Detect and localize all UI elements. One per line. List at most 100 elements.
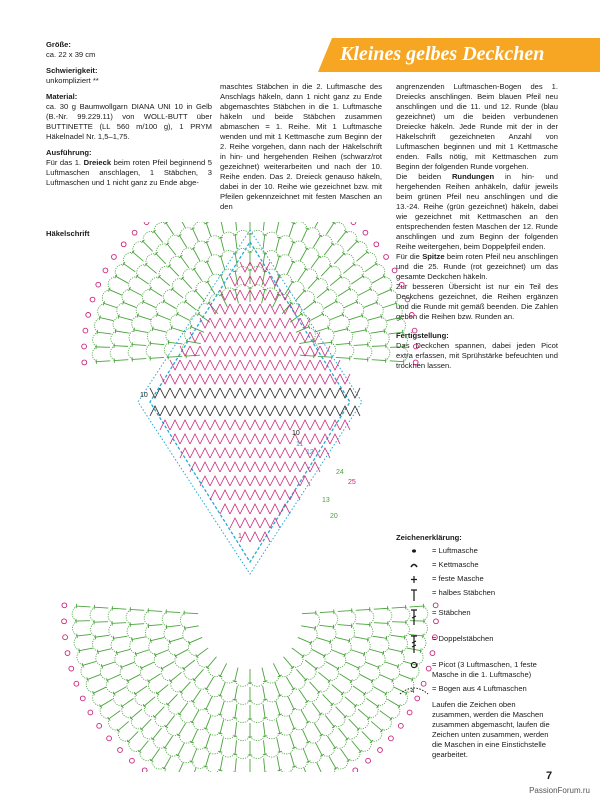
material-text: ca. 30 g Baumwollgarn DIANA UNI 10 in Ge… [46,102,212,141]
stitch-mark [319,624,334,628]
stitch-mark [345,661,359,669]
stitch-mark [295,326,310,333]
stitch-mark [179,433,191,445]
stitch-mark [96,360,111,363]
chain-arch-mark [385,680,395,695]
stitch-mark [388,331,403,335]
stitch-mark [229,503,241,515]
stitch-mark [279,331,291,343]
stitch-mark [357,708,370,719]
stitch-mark [79,647,94,652]
stitch-mark [189,637,203,644]
chain-arch-mark [372,667,381,682]
stitch-mark [178,762,184,772]
stitch-mark [259,275,271,287]
stitch-mark [299,433,311,445]
chain-arch-mark [140,667,149,682]
stitch-mark [204,241,209,244]
stitch-mark [403,660,418,666]
legend-title: Zeichenerklärung: [396,533,462,542]
stitch-mark [393,686,407,694]
stitch-mark [151,748,160,761]
chart-label-row-10-left: 10 [140,392,148,399]
stitch-mark [249,419,261,431]
stitch-mark [175,649,189,657]
stitch-mark [229,405,241,417]
picot-mark [383,254,389,260]
stitch-mark [294,290,305,302]
stitch-mark [179,235,188,248]
chain-arch-mark [150,314,158,329]
stitch-mark [239,303,251,315]
stitch-mark [337,624,352,627]
stitch-mark [302,748,309,762]
middle-text: maschtes Stäbchen in die 2. Luftmasche d… [220,82,382,211]
stitch-mark [291,241,296,244]
stitch-mark [299,340,314,344]
stitch-mark [408,633,424,637]
stitch-mark [269,303,281,315]
stitch-mark [317,341,332,345]
stitch-mark [165,715,175,727]
chain-arch-mark [183,668,195,681]
chain-arch-mark [264,733,281,740]
stitch-mark [325,715,335,727]
stitch-mark [272,294,280,308]
chain-arch-mark [121,288,130,303]
chain-arch-mark [294,722,309,731]
stitch-mark [336,231,347,243]
stitch-mark [313,722,322,736]
picot-mark [429,650,436,656]
stitch-mark [309,331,321,343]
chain-arch-mark [85,679,94,694]
finish-heading: Fertigstellung: [396,331,449,340]
stitch-mark [195,290,206,302]
stitch-mark [288,223,295,237]
stitch-mark [387,698,400,707]
chain-arch-mark [292,656,304,668]
stitch-mark [206,261,214,275]
stitch-mark [301,228,308,242]
picot-mark [432,602,439,609]
stitch-mark [319,433,331,445]
chain-arch-mark [383,638,390,654]
stitch-mark [329,405,341,417]
chain-arch-mark [163,626,170,643]
picot-mark [62,634,68,641]
stitch-mark [309,373,321,385]
chain-arch-mark [249,680,266,687]
stitch-mark [279,373,291,385]
stitch-mark [189,345,201,357]
picot-mark [129,757,135,764]
stitch-mark [319,405,331,417]
stitch-mark [219,433,231,445]
stitch-mark [154,706,165,718]
stitch-mark [153,231,164,243]
chain-arch-mark [318,681,330,693]
stitch-mark [164,735,173,749]
stitch-mark [373,622,388,624]
chain-arch-mark [307,227,321,236]
chain-arch-mark [362,315,369,331]
chain-arch-mark [249,717,266,723]
stitch-mark [169,637,184,643]
stitch-mark [343,301,357,309]
chain-arch-mark [179,612,186,629]
stitch-mark [107,287,111,292]
stitch-mark [219,289,231,301]
stitch-mark [134,329,148,333]
stitch-mark [205,223,212,237]
chain-arch-mark [324,641,333,657]
stitch-mark [348,718,359,730]
stitch-mark [239,475,251,487]
stitch-mark [249,447,261,459]
chain-arch-mark [110,330,116,347]
stitch-mark [229,275,241,287]
chain-arch-mark [148,640,156,656]
stitch-mark [359,674,373,682]
stitch-mark [121,697,134,707]
stitch-mark [155,312,159,317]
stitch-mark [319,387,331,399]
stitch-mark [289,345,301,357]
half-double-icon [411,589,417,601]
